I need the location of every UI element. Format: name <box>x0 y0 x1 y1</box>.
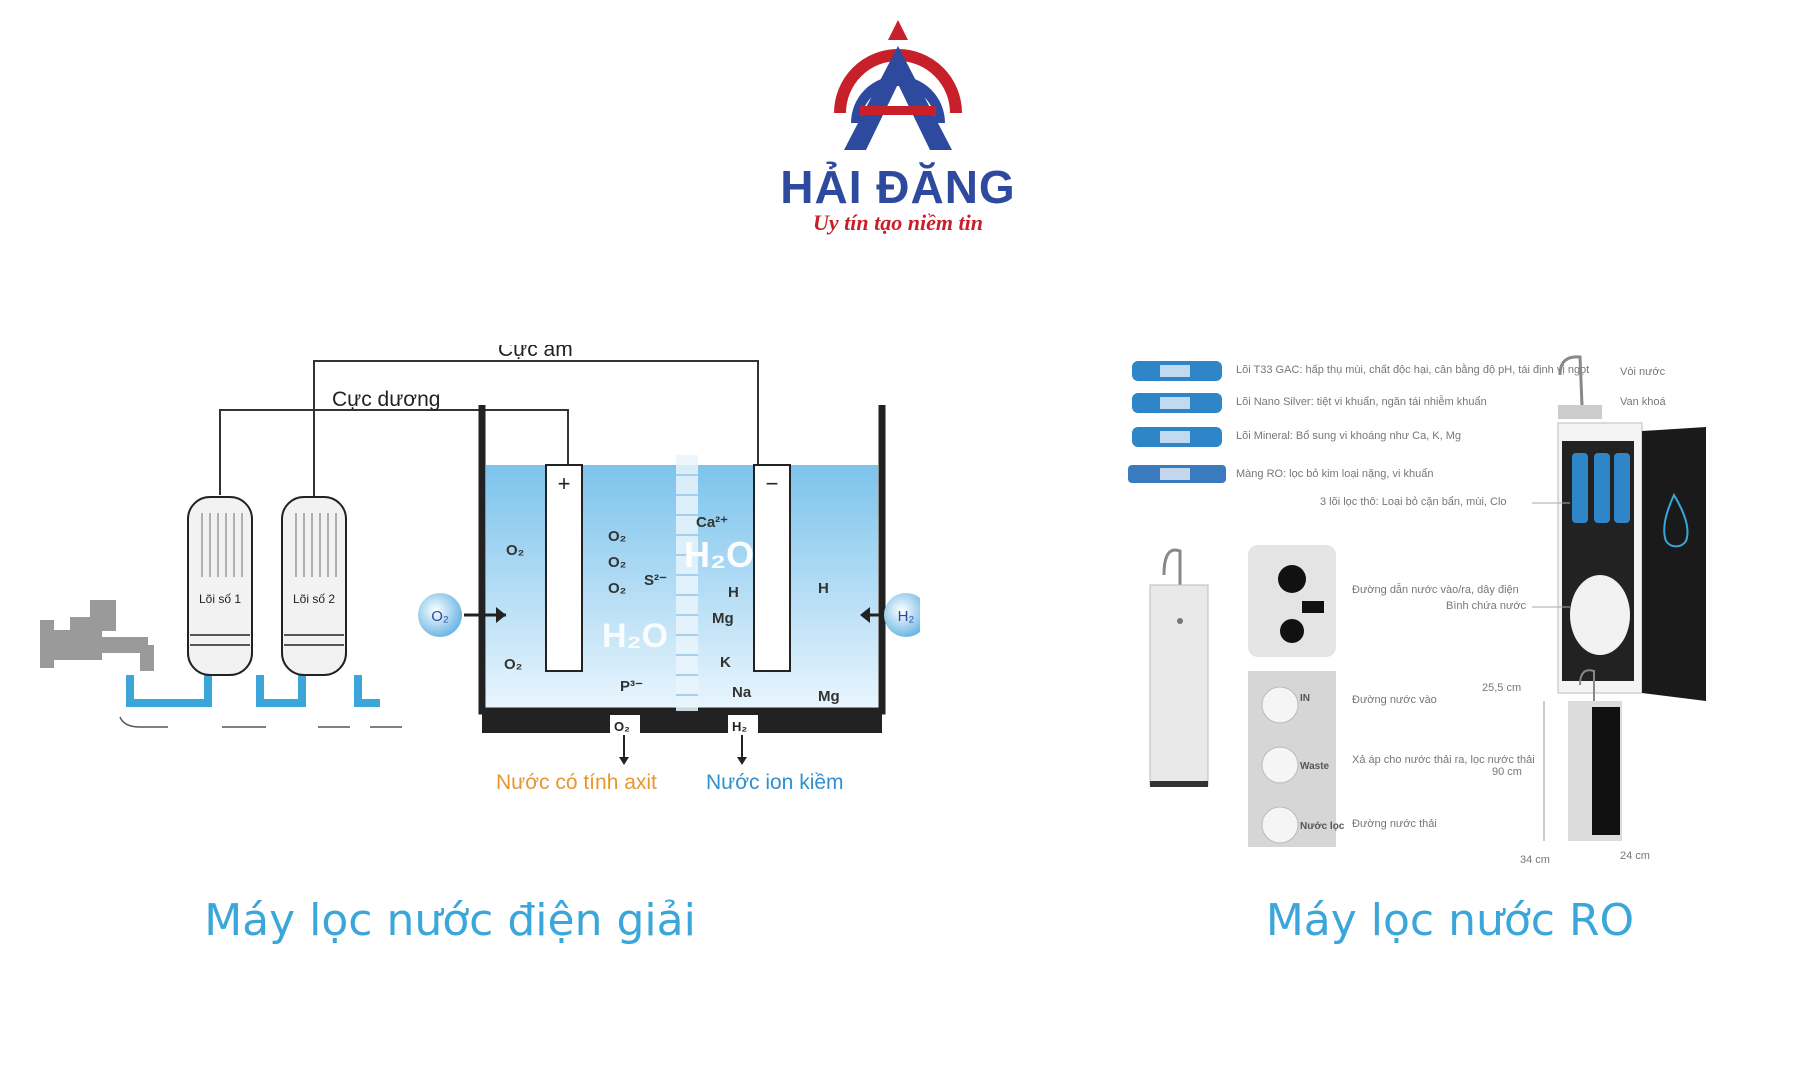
ion-right: H <box>818 580 829 597</box>
ro-connector-label: Waste <box>1300 761 1330 772</box>
ion-left: O₂ <box>608 554 626 571</box>
ro-inlet-label: Đường nước vào <box>1352 694 1437 706</box>
ion-left: O₂ <box>608 580 626 597</box>
hai-dang-logo-icon <box>834 20 962 150</box>
electrode-positive <box>545 464 583 672</box>
ro-dim-width: 24 cm <box>1620 850 1650 862</box>
ro-dimension-unit <box>1543 669 1622 841</box>
ro-filter-label: Lõi T33 GAC: hấp thụ mùi, chất độc hại, … <box>1236 363 1589 376</box>
ion-left: O₂ <box>608 528 626 545</box>
ion-right: K <box>720 654 731 671</box>
ro-drain-label: Xả áp cho nước thải ra, lọc nước thải <box>1352 754 1535 766</box>
ion-left: S²⁻ <box>644 572 667 589</box>
ro-machine-unit <box>1149 548 1209 787</box>
ion-right: Mg <box>818 688 840 705</box>
ion-right: Ca²⁺ <box>696 514 728 531</box>
electrolysis-diagram: Cực âm Cực dương Lõi số 1 Lõi <box>40 345 920 794</box>
ro-machine-diagram: Lõi T33 GAC: hấp thụ mùi, chất độc hại, … <box>1128 355 1706 866</box>
ro-connector-label: IN <box>1300 693 1310 704</box>
outlet-acid-gas: O₂ <box>614 719 630 734</box>
ro-filter-label: Màng RO: lọc bỏ kim loại nặng, vi khuẩn <box>1236 468 1434 480</box>
inlet-left-gas: O₂ <box>431 608 449 625</box>
outlet-acid-label: Nước có tính axit <box>496 771 657 794</box>
ro-handle-label: Van khoá <box>1620 396 1667 408</box>
faucet-icon <box>40 600 154 671</box>
ro-caption: Máy lọc nước RO <box>1265 895 1635 946</box>
filter-cartridge-2: Lõi số 2 <box>281 496 347 676</box>
ro-cabinet-open <box>1557 355 1706 701</box>
ion-right: H <box>728 584 739 601</box>
ro-connector-label: Nước lọc <box>1300 821 1345 832</box>
ion-right: Mg <box>712 610 734 627</box>
outlet-alkaline-gas: H₂ <box>732 719 747 734</box>
electrode-plus-sign: + <box>558 471 571 496</box>
filter-2-label: Lõi số 2 <box>293 592 335 606</box>
ro-faucet-label: Vòi nước <box>1620 366 1666 378</box>
ion-left: O₂ <box>504 656 522 673</box>
ro-dim-top: 25,5 cm <box>1482 682 1521 694</box>
h2o-label-left: H₂O <box>602 617 668 655</box>
ro-waste-label: Đường nước thải <box>1352 818 1437 830</box>
outlet-alkaline-label: Nước ion kiềm <box>706 771 844 794</box>
o2-bubble-icon <box>418 593 462 637</box>
ro-dim-height: 90 cm <box>1492 766 1522 778</box>
ro-power-label: Đường dẫn nước vào/ra, dây điện <box>1352 583 1519 596</box>
ro-filter-label: Lõi Mineral: Bổ sung vi khoáng như Ca, K… <box>1236 430 1461 442</box>
ro-prefilter-label: 3 lõi lọc thô: Loại bỏ cặn bẩn, mùi, Clo <box>1320 496 1507 508</box>
ro-back-detail <box>1248 545 1336 657</box>
electrode-negative <box>753 464 791 672</box>
filter-cartridge-1: Lõi số 1 <box>187 496 253 676</box>
ion-left: O₂ <box>506 542 524 559</box>
membrane <box>676 455 698 711</box>
brand-slogan: Uy tín tạo niềm tin <box>813 210 983 235</box>
brand-name: HẢI ĐĂNG <box>780 161 1016 213</box>
ro-filter-label: Lõi Nano Silver: tiệt vi khuẩn, ngăn tái… <box>1236 395 1487 408</box>
electrolysis-caption: Máy lọc nước điện giải <box>204 895 696 946</box>
ion-left: P³⁻ <box>620 678 643 695</box>
ion-right: Na <box>732 684 752 701</box>
inlet-right-gas: H₂ <box>898 608 915 625</box>
wire-positive-label: Cực dương <box>332 388 440 411</box>
h2-bubble-icon <box>884 593 920 637</box>
ro-dim-depth: 34 cm <box>1520 854 1550 866</box>
h2o-label-right: H₂O <box>684 534 754 575</box>
ro-filter-cartridges <box>1128 361 1226 483</box>
filter-1-label: Lõi số 1 <box>199 592 241 606</box>
electrode-minus-sign: − <box>766 471 779 496</box>
ro-tank-label: Bình chứa nước <box>1446 600 1527 612</box>
wire-negative-label: Cực âm <box>498 345 573 361</box>
